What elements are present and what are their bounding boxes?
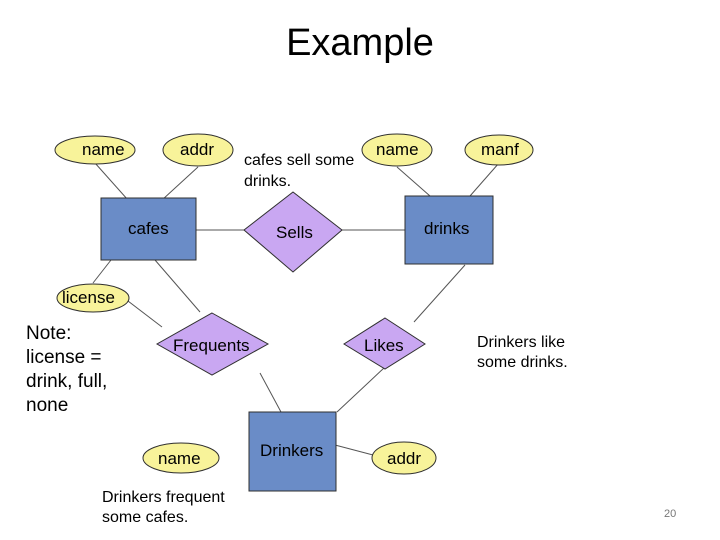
attribute-drinks-manf [464, 134, 534, 166]
line-cafes-license-side [92, 259, 112, 284]
attribute-drinkers-name-label: name [158, 449, 201, 468]
note-license-line: Note: [26, 323, 72, 344]
attribute-drinks-manf-label: manf [481, 140, 519, 159]
note-likes: Drinkers like some drinks. [477, 333, 568, 373]
line-drinks-manf [469, 162, 500, 197]
note-sells-line: drinks. [244, 173, 292, 190]
entity-drinks-label: drinks [424, 219, 469, 238]
relationship-frequents-label: Frequents [173, 336, 250, 355]
line-frequents-drinkers [259, 372, 282, 413]
entity-drinkers-label: Drinkers [260, 441, 323, 460]
slide-number: 20 [664, 508, 677, 520]
relationship-frequents [155, 312, 270, 376]
attribute-drinks-name [361, 133, 433, 167]
attribute-license-label: license [62, 288, 115, 307]
attribute-license [56, 283, 130, 313]
note-license: Note: license = drink, full, none [26, 322, 107, 418]
note-license-line: none [26, 395, 69, 416]
entity-cafes-label: cafes [128, 219, 169, 238]
note-sells: cafes sell some drinks. [244, 150, 354, 192]
line-likes-drinkers [336, 367, 385, 413]
attribute-drinks-name-label: name [376, 140, 419, 159]
line-drinks-name [396, 166, 431, 197]
attribute-cafes-addr [162, 133, 234, 167]
line-cafes-addr [161, 166, 199, 201]
note-license-line: drink, full, [26, 371, 108, 392]
relationship-likes [343, 317, 426, 370]
attribute-drinkers-name [142, 442, 220, 474]
line-cafes-frequents [154, 259, 201, 313]
attribute-cafes-addr-label: addr [180, 140, 214, 159]
relationship-sells-label: Sells [276, 223, 313, 242]
relationship-likes-label: Likes [364, 336, 404, 355]
note-likes-line: Drinkers like [477, 334, 566, 351]
note-license-line: license = [26, 347, 102, 368]
attribute-cafes-name [54, 135, 136, 165]
entity-drinkers [248, 411, 337, 492]
relationship-sells [243, 191, 343, 273]
note-frequents-line: some cafes. [102, 509, 189, 526]
note-sells-line: cafes sell some [244, 152, 355, 169]
line-drinkers-addr [334, 444, 374, 456]
line-drinks-likes [413, 264, 466, 323]
note-frequents: Drinkers frequent some cafes. [102, 488, 225, 528]
entity-cafes [100, 197, 197, 261]
connector-lines [92, 162, 500, 459]
entity-drinks [404, 195, 494, 265]
slide-title: Example [286, 22, 434, 64]
note-likes-line: some drinks. [477, 354, 568, 371]
line-license-frequents [123, 297, 163, 328]
note-frequents-line: Drinkers frequent [102, 489, 225, 506]
attribute-drinkers-addr-label: addr [387, 449, 421, 468]
attribute-drinkers-addr [371, 441, 437, 475]
attribute-cafes-name-label: name [82, 140, 125, 159]
line-cafes-name [94, 162, 129, 201]
